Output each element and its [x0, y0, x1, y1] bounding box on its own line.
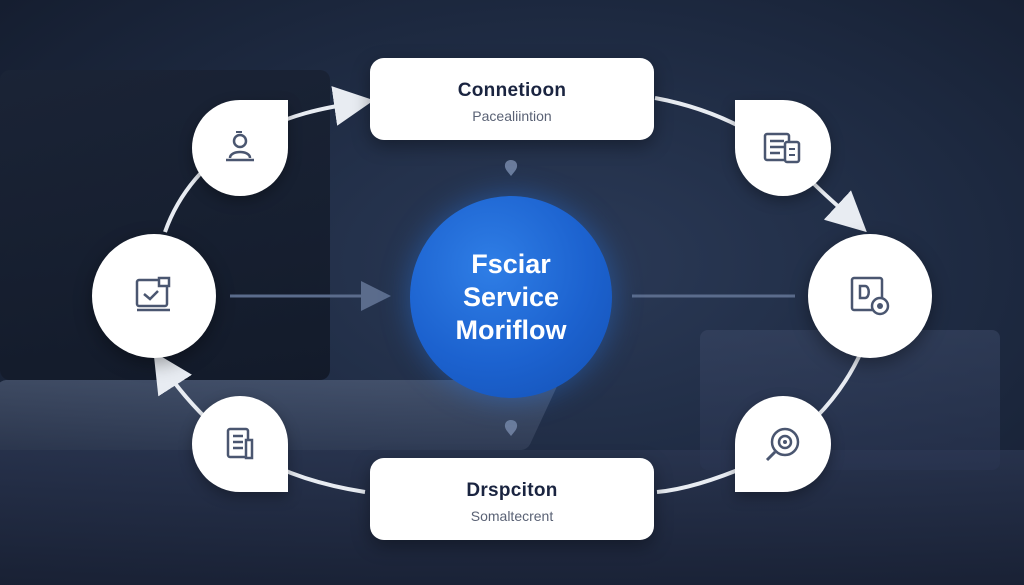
- list-documents-icon: [763, 132, 801, 164]
- monitor-icon: [135, 276, 171, 312]
- clipboard-icon: [226, 427, 254, 460]
- bottom-left-node: [192, 396, 288, 492]
- marker-top: [504, 160, 518, 176]
- document-gear-icon: [850, 276, 890, 316]
- user-desk-icon: [226, 131, 254, 162]
- top-card: Connetioon Pacealiintion: [370, 58, 654, 140]
- center-title-line-1: Fsciar: [471, 248, 551, 279]
- center-service-circle: Fsciar Service Moriflow: [410, 196, 612, 398]
- top-card-subtitle: Pacealiintion: [472, 108, 552, 124]
- top-card-title: Connetioon: [457, 80, 567, 101]
- top-left-node: [192, 100, 288, 196]
- target-magnifier-icon: [765, 427, 800, 462]
- bottom-card-subtitle: Somaltecrent: [470, 508, 554, 524]
- left-node: [92, 234, 216, 358]
- bottom-right-node: [735, 396, 831, 492]
- right-node: [808, 234, 932, 358]
- center-title-line-3: Moriflow: [455, 314, 567, 345]
- center-title-line-2: Service: [462, 281, 560, 312]
- bottom-card: Drspciton Somaltecrent: [370, 458, 654, 540]
- top-right-node: [735, 100, 831, 196]
- bottom-card-title: Drspciton: [466, 480, 558, 501]
- marker-bottom: [504, 420, 518, 436]
